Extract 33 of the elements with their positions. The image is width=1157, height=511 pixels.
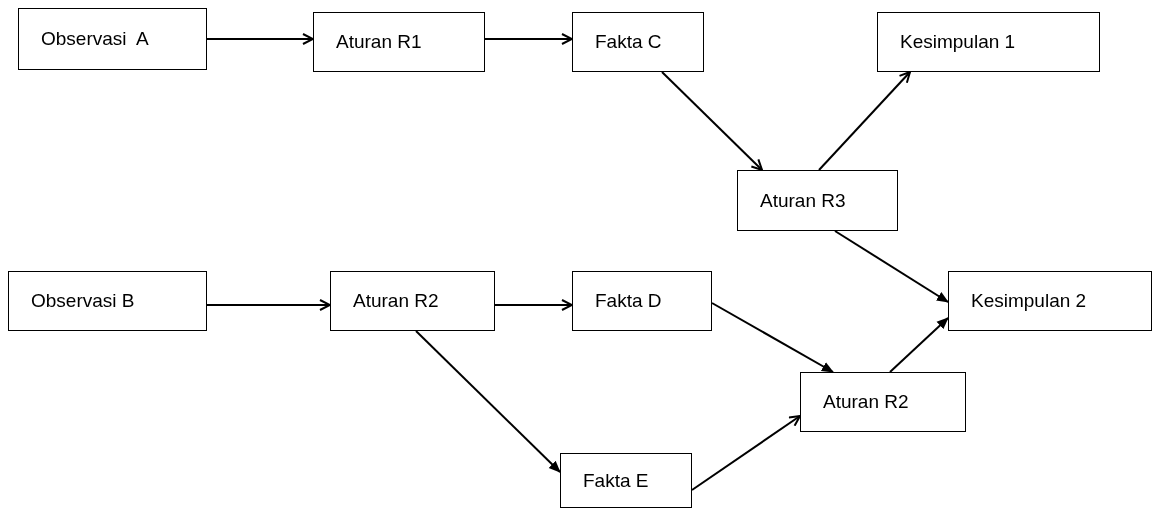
process-box <box>737 170 898 231</box>
box-label: Aturan R3 <box>760 189 846 212</box>
box-label: Kesimpulan 2 <box>971 290 1087 312</box>
arrow <box>494 299 573 311</box>
process-box <box>877 12 1100 72</box>
process-box <box>313 12 485 72</box>
process-box <box>8 271 207 331</box>
process-box <box>572 12 704 72</box>
arrow <box>834 230 949 303</box>
box-label: Aturan R1 <box>336 31 422 53</box>
box-label: Fakta E <box>583 469 649 492</box>
process-box <box>800 372 966 432</box>
arrow <box>711 302 834 373</box>
arrow <box>889 317 949 373</box>
box-label: Aturan R2 <box>353 290 439 312</box>
process-box <box>572 271 712 331</box>
arrow <box>206 33 314 45</box>
box-label: Fakta D <box>595 290 662 312</box>
arrow <box>818 71 911 171</box>
process-box <box>18 8 207 70</box>
process-box <box>560 453 692 508</box>
process-box <box>330 271 495 331</box>
box-label: Observasi B <box>31 290 135 312</box>
box-label: Kesimpulan 1 <box>900 31 1016 53</box>
box-label: Fakta C <box>595 31 662 53</box>
arrow <box>484 33 573 45</box>
arrow <box>661 71 763 171</box>
process-box <box>948 271 1152 331</box>
box-label: Aturan R2 <box>823 391 909 413</box>
arrow <box>691 415 801 491</box>
arrow <box>415 330 561 473</box>
box-label: Observasi A <box>41 28 149 50</box>
arrow <box>206 299 331 311</box>
